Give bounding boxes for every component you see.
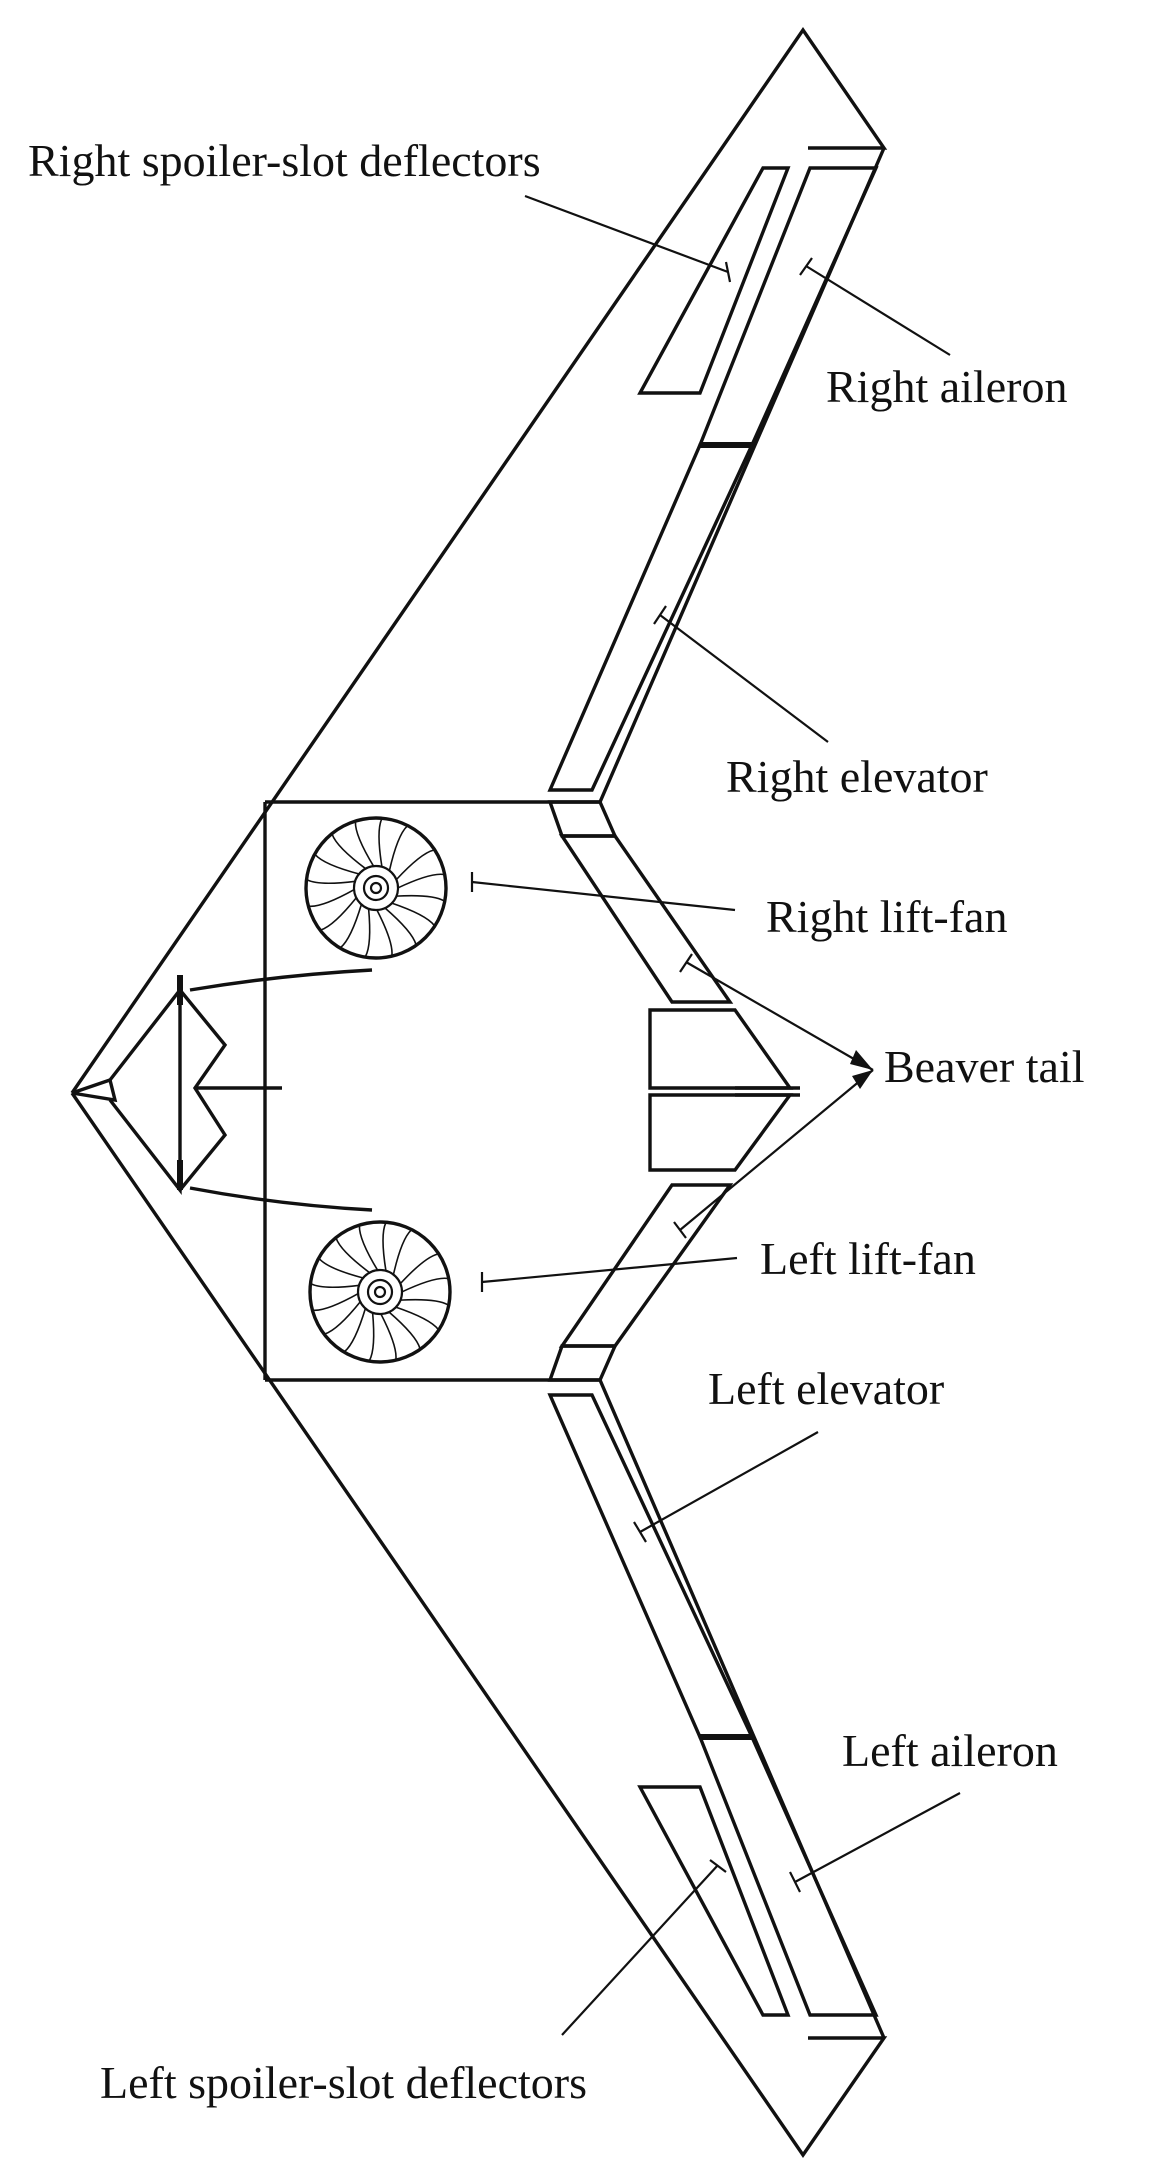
- left-aileron-shape: [697, 1735, 879, 2017]
- upper-fuselage-curve: [189, 968, 373, 992]
- labels: Right spoiler-slot deflectors Right aile…: [28, 135, 1085, 2108]
- left-spoiler-slot-deflectors-shape: [637, 1785, 791, 2017]
- left-lift-fan-icon: [308, 1220, 452, 1364]
- label-left-aileron: Left aileron: [842, 1725, 1058, 1776]
- label-beaver-tail: Beaver tail: [884, 1041, 1085, 1092]
- beaver-tail-lower: [558, 1183, 734, 1348]
- leader-beaver-tail-upper: [685, 961, 874, 1071]
- beaver-tail-center-upper: [648, 1008, 794, 1090]
- left-wing-surfaces: [547, 1344, 879, 2017]
- label-left-lift-fan: Left lift-fan: [760, 1233, 976, 1284]
- leader-right-aileron: [805, 265, 951, 356]
- left-elevator-shape: [547, 1393, 755, 1739]
- leader-right-lift-fan: [471, 880, 736, 912]
- beaver-tail-arrows: [850, 1050, 873, 1089]
- label-right-lift-fan: Right lift-fan: [766, 891, 1007, 942]
- leader-right-elevator: [659, 614, 829, 743]
- beaver-tail-center-lower: [648, 1093, 794, 1172]
- trailing-edge-outline: [265, 147, 886, 2039]
- label-right-aileron: Right aileron: [826, 361, 1067, 412]
- center-body: [108, 802, 373, 1380]
- label-right-elevator: Right elevator: [726, 751, 988, 802]
- label-left-elevator: Left elevator: [708, 1363, 944, 1414]
- airframe-outline: [70, 26, 888, 2158]
- beaver-tail-upper: [558, 834, 734, 1004]
- leader-left-aileron: [794, 1792, 961, 1883]
- right-spoiler-slot-deflectors-shape: [637, 166, 791, 395]
- leader-beaver-tail-lower: [679, 1069, 874, 1231]
- leader-left-elevator: [639, 1431, 819, 1533]
- beaver-tail-shapes: [558, 834, 800, 1348]
- nose-cap: [71, 1077, 118, 1103]
- left-inboard-strip: [547, 1344, 618, 1382]
- lower-fuselage-curve: [189, 1186, 373, 1212]
- label-left-spoiler-slot-deflectors: Left spoiler-slot deflectors: [100, 2057, 587, 2108]
- right-inboard-strip: [547, 800, 618, 838]
- label-right-spoiler-slot-deflectors: Right spoiler-slot deflectors: [28, 135, 541, 186]
- leader-left-lift-fan: [481, 1256, 738, 1284]
- leading-edge-outline: [70, 26, 888, 2158]
- nose-section: [108, 985, 182, 1195]
- right-elevator-shape: [547, 443, 755, 792]
- right-wing-surfaces: [547, 166, 879, 838]
- right-lift-fan-icon: [304, 816, 448, 960]
- leader-lines: [470, 194, 961, 2036]
- inlet-notch: [178, 988, 228, 1192]
- leader-right-spoiler: [524, 194, 729, 274]
- leader-left-spoiler: [561, 1864, 719, 2036]
